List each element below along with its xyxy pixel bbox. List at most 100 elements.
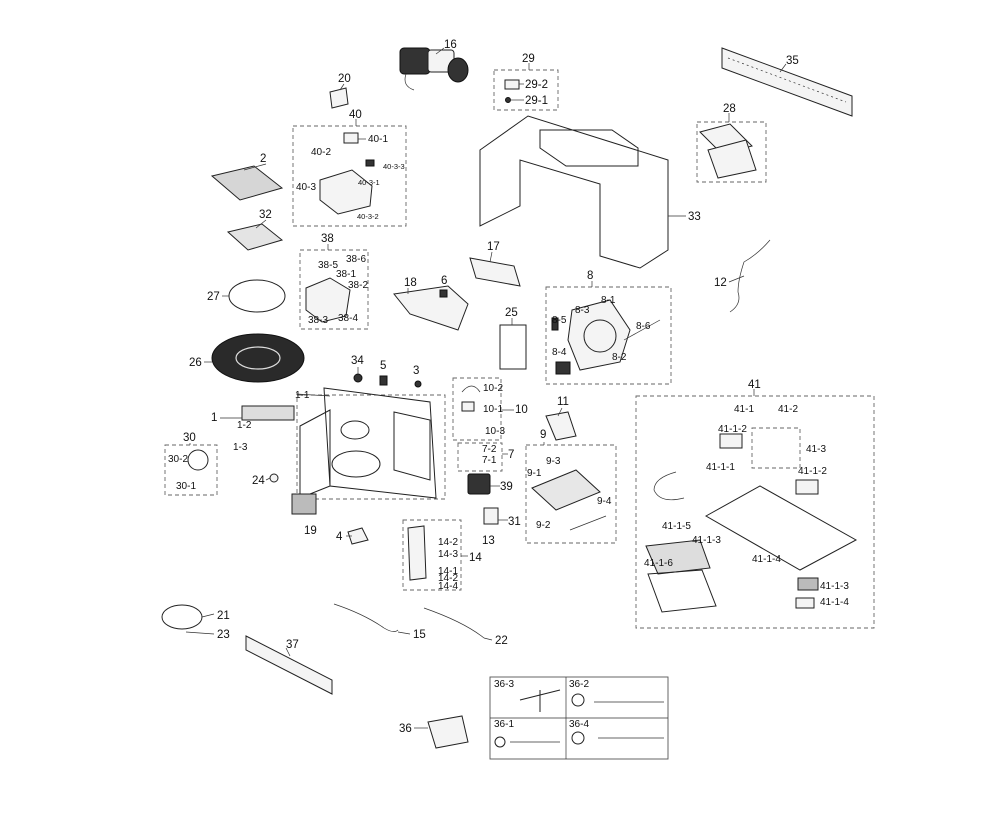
part-10 (461, 385, 481, 412)
label-8-4: 8-4 (552, 347, 567, 358)
label-33: 33 (688, 211, 701, 223)
part-12-power-cord (729, 239, 771, 313)
label-7-1: 7-1 (482, 455, 497, 466)
label-14-2a: 14-2 (438, 537, 458, 548)
label-8-3: 8-3 (575, 305, 590, 316)
label-32: 32 (259, 209, 272, 221)
label-39: 39 (500, 481, 513, 493)
label-5: 5 (380, 360, 386, 372)
part-6 (439, 289, 448, 298)
label-36-2: 36-2 (569, 679, 589, 690)
group-box-30 (164, 444, 218, 496)
part-30-coupler (187, 449, 209, 471)
label-41-1-5: 41-1-5 (662, 521, 691, 532)
label-9-2: 9-2 (536, 520, 551, 531)
part-34 (353, 373, 363, 383)
part-28 (699, 123, 757, 179)
label-8-1: 8-1 (601, 295, 616, 306)
label-31: 31 (508, 516, 521, 528)
part-5 (379, 375, 388, 386)
label-9-1: 9-1 (527, 468, 542, 479)
label-40-3: 40-3 (296, 182, 316, 193)
label-1-3: 1-3 (233, 442, 248, 453)
label-4: 4 (336, 531, 343, 543)
label-1-2: 1-2 (237, 420, 252, 431)
part-25-frame (499, 324, 527, 370)
part-26-turntable-tray (211, 333, 305, 383)
label-3: 3 (413, 365, 419, 377)
label-38-4: 38-4 (338, 313, 358, 324)
label-38-2: 38-2 (348, 280, 368, 291)
group-box-28 (696, 121, 767, 183)
group-box-41-3 (751, 427, 801, 469)
label-29-1: 29-1 (525, 95, 548, 107)
part-17-bracket (469, 257, 521, 287)
part-8-fan-assembly (551, 299, 661, 375)
label-23: 23 (217, 629, 230, 641)
part-18-duct (393, 285, 469, 331)
group-box-8 (545, 286, 672, 385)
label-9-4: 9-4 (597, 496, 612, 507)
label-30: 30 (183, 432, 196, 444)
label-15: 15 (413, 629, 426, 641)
label-40-1: 40-1 (368, 134, 388, 145)
label-16: 16 (444, 39, 457, 51)
part-27-roller-ring (228, 279, 286, 313)
part-39 (467, 473, 491, 495)
group-box-9 (525, 444, 617, 544)
label-29-2: 29-2 (525, 79, 548, 91)
leader-lines (185, 47, 787, 729)
label-36: 36 (399, 723, 412, 735)
part-41-bottom-plate (645, 433, 858, 613)
part-32-charcoal-filter (226, 223, 284, 251)
group-box-7 (457, 442, 503, 472)
label-14: 14 (469, 552, 482, 564)
label-41-1-2a: 41-1-2 (718, 424, 747, 435)
label-11: 11 (557, 396, 569, 408)
part-19-panel (291, 493, 317, 515)
label-21: 21 (217, 610, 230, 622)
label-26: 26 (189, 357, 202, 369)
part-labels: 16 29 29-2 29-1 35 20 40 40-1 40-2 40-3-… (168, 39, 849, 735)
label-22: 22 (495, 635, 508, 647)
part-40-assembly (319, 132, 375, 215)
label-41-1-2b: 41-1-2 (798, 466, 827, 477)
label-37: 37 (286, 639, 299, 651)
part-9-2-rod (569, 515, 607, 531)
label-2: 2 (260, 153, 266, 165)
label-40-2: 40-2 (311, 147, 331, 158)
label-14-3: 14-3 (438, 549, 458, 560)
label-40-3-2: 40-3-2 (357, 212, 379, 221)
label-40: 40 (349, 109, 362, 121)
label-8-5: 8-5 (552, 315, 567, 326)
label-13: 13 (482, 535, 495, 547)
label-40-3-3: 40-3-3 (383, 162, 405, 171)
part-33-outer-case (479, 115, 669, 269)
label-1: 1 (211, 412, 217, 424)
label-41-3: 41-3 (806, 444, 826, 455)
part-11-transformer (545, 411, 577, 441)
label-6: 6 (441, 275, 447, 287)
label-38-3: 38-3 (308, 315, 328, 326)
part-22-cable (423, 607, 485, 639)
group-box-38 (299, 249, 369, 330)
part-29 (504, 79, 520, 103)
label-10: 10 (515, 404, 528, 416)
label-41-1-1: 41-1-1 (706, 462, 735, 473)
label-41-1-4b: 41-1-4 (820, 597, 849, 608)
part-35-vent-grille (721, 47, 853, 117)
group-box-14 (402, 519, 462, 591)
group-box-10 (452, 377, 502, 441)
label-38: 38 (321, 233, 334, 245)
part-9-base-plate (531, 469, 601, 511)
label-41-1-3b: 41-1-3 (820, 581, 849, 592)
part-1-cavity (299, 387, 437, 499)
label-14-1: 14-1 (438, 566, 458, 577)
group-box-29 (493, 69, 559, 111)
label-10-1: 10-1 (483, 404, 503, 415)
label-38-5: 38-5 (318, 260, 338, 271)
label-9-3: 9-3 (546, 456, 561, 467)
label-20: 20 (338, 73, 351, 85)
label-19: 19 (304, 525, 317, 537)
label-8: 8 (587, 270, 593, 282)
